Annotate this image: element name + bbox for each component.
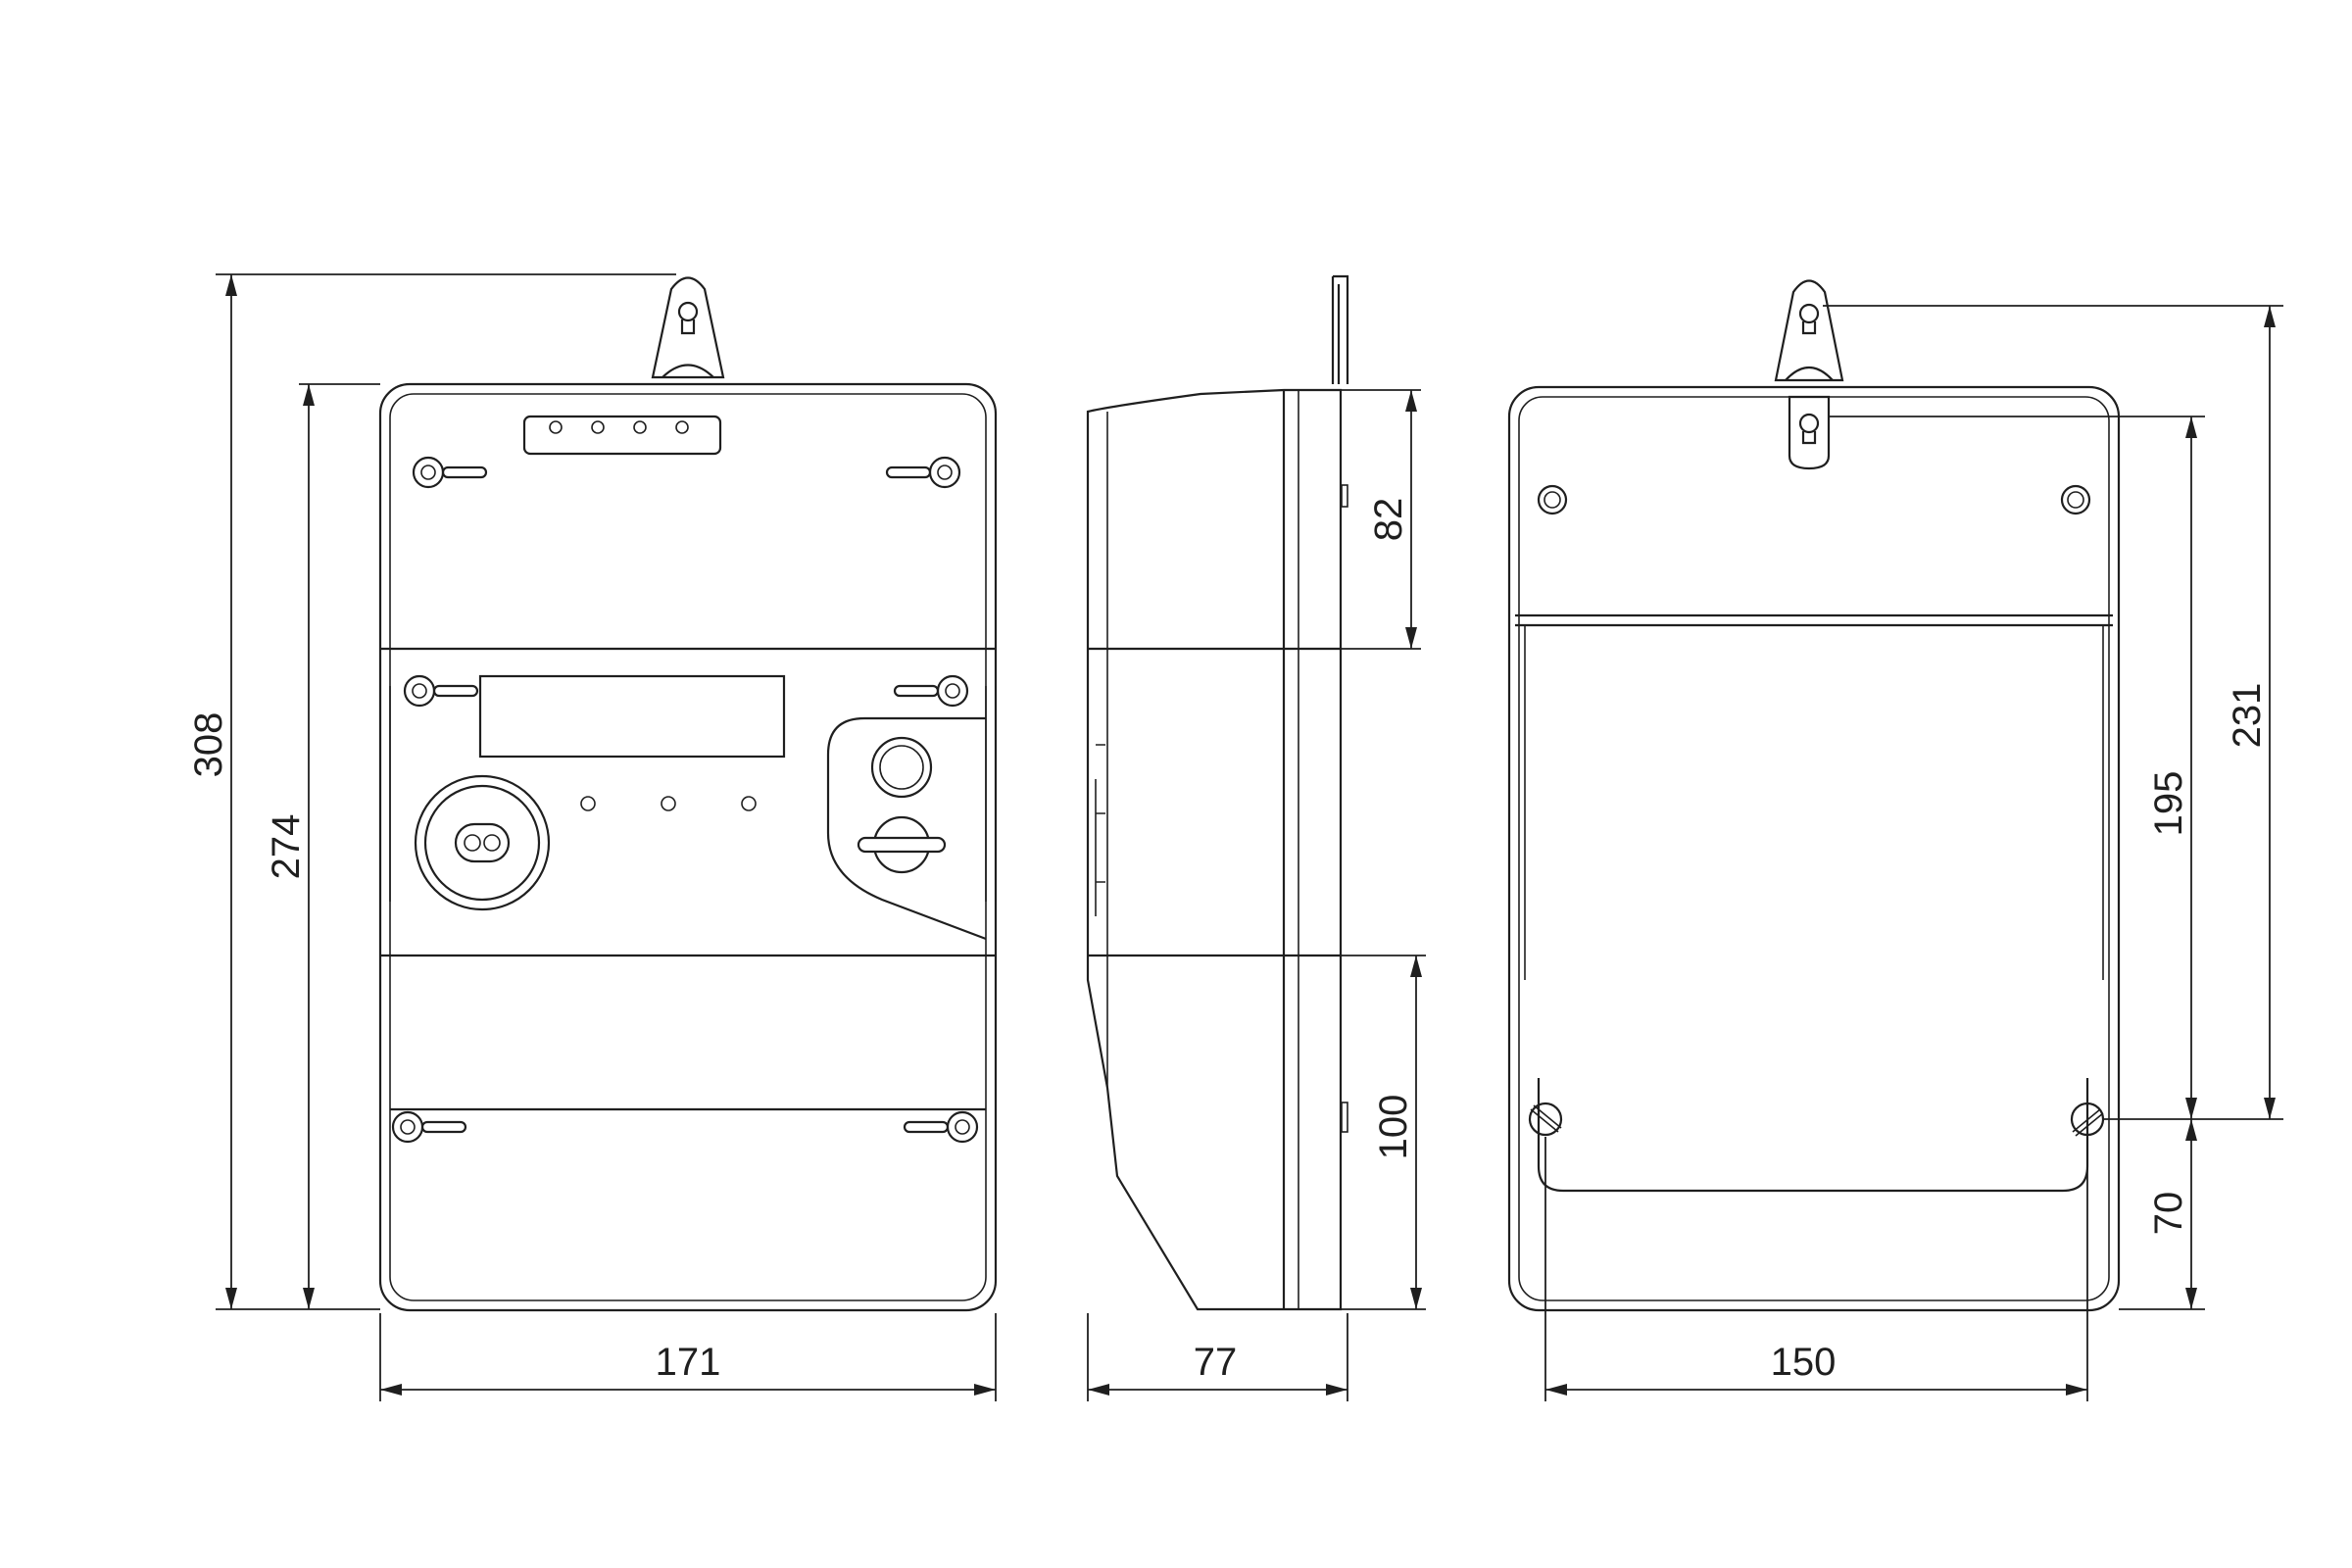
dim-label-274: 274 <box>265 814 308 880</box>
dim-label-308: 308 <box>187 712 230 778</box>
meter-body-front <box>378 382 998 1312</box>
dim-231: 231 <box>1823 305 2283 1120</box>
indicator-leds <box>580 796 757 811</box>
front-view <box>378 276 998 1312</box>
dim-label-82: 82 <box>1367 498 1410 542</box>
dim-label-70: 70 <box>2147 1192 2190 1236</box>
keyhole-slot <box>1788 395 1831 470</box>
dim-171: 171 <box>379 1313 997 1401</box>
lcd-display <box>478 674 786 759</box>
hanging-bracket <box>651 276 725 379</box>
dim-label-100: 100 <box>1372 1095 1415 1160</box>
fixing-screw-left <box>1528 1102 1563 1137</box>
optical-port <box>414 774 551 911</box>
dim-150: 150 <box>1544 1137 2088 1401</box>
dim-70: 70 <box>2119 1119 2205 1310</box>
control-panel <box>826 716 987 941</box>
meter-body-rear <box>1507 385 2121 1312</box>
dim-label-231: 231 <box>2226 683 2269 749</box>
mount-hole-left <box>1537 484 1568 515</box>
cover-screw-tl <box>412 456 488 489</box>
dim-100: 100 <box>1341 955 1426 1310</box>
dim-82: 82 <box>1341 389 1421 650</box>
dim-label-150: 150 <box>1771 1341 1837 1384</box>
cover-screw-ml <box>403 674 479 708</box>
cover-screw-mr <box>893 674 969 708</box>
cover-screw-tr <box>885 456 961 489</box>
terminal-block <box>522 415 722 456</box>
meter-body-side <box>1086 388 1343 1311</box>
cover-screw-bl <box>391 1110 467 1144</box>
dim-label-171: 171 <box>656 1341 721 1384</box>
dim-308: 308 <box>187 273 676 1310</box>
cover-screw-br <box>903 1110 979 1144</box>
side-view <box>1086 274 1349 1311</box>
dim-77: 77 <box>1087 1313 1348 1401</box>
rear-view <box>1507 279 2121 1312</box>
dim-label-77: 77 <box>1194 1341 1238 1384</box>
dim-274: 274 <box>265 383 380 1309</box>
mount-hole-right <box>2060 484 2091 515</box>
hanging-bracket-rear <box>1774 279 1844 382</box>
dim-195: 195 <box>1829 416 2205 1119</box>
dim-label-195: 195 <box>2147 771 2190 837</box>
